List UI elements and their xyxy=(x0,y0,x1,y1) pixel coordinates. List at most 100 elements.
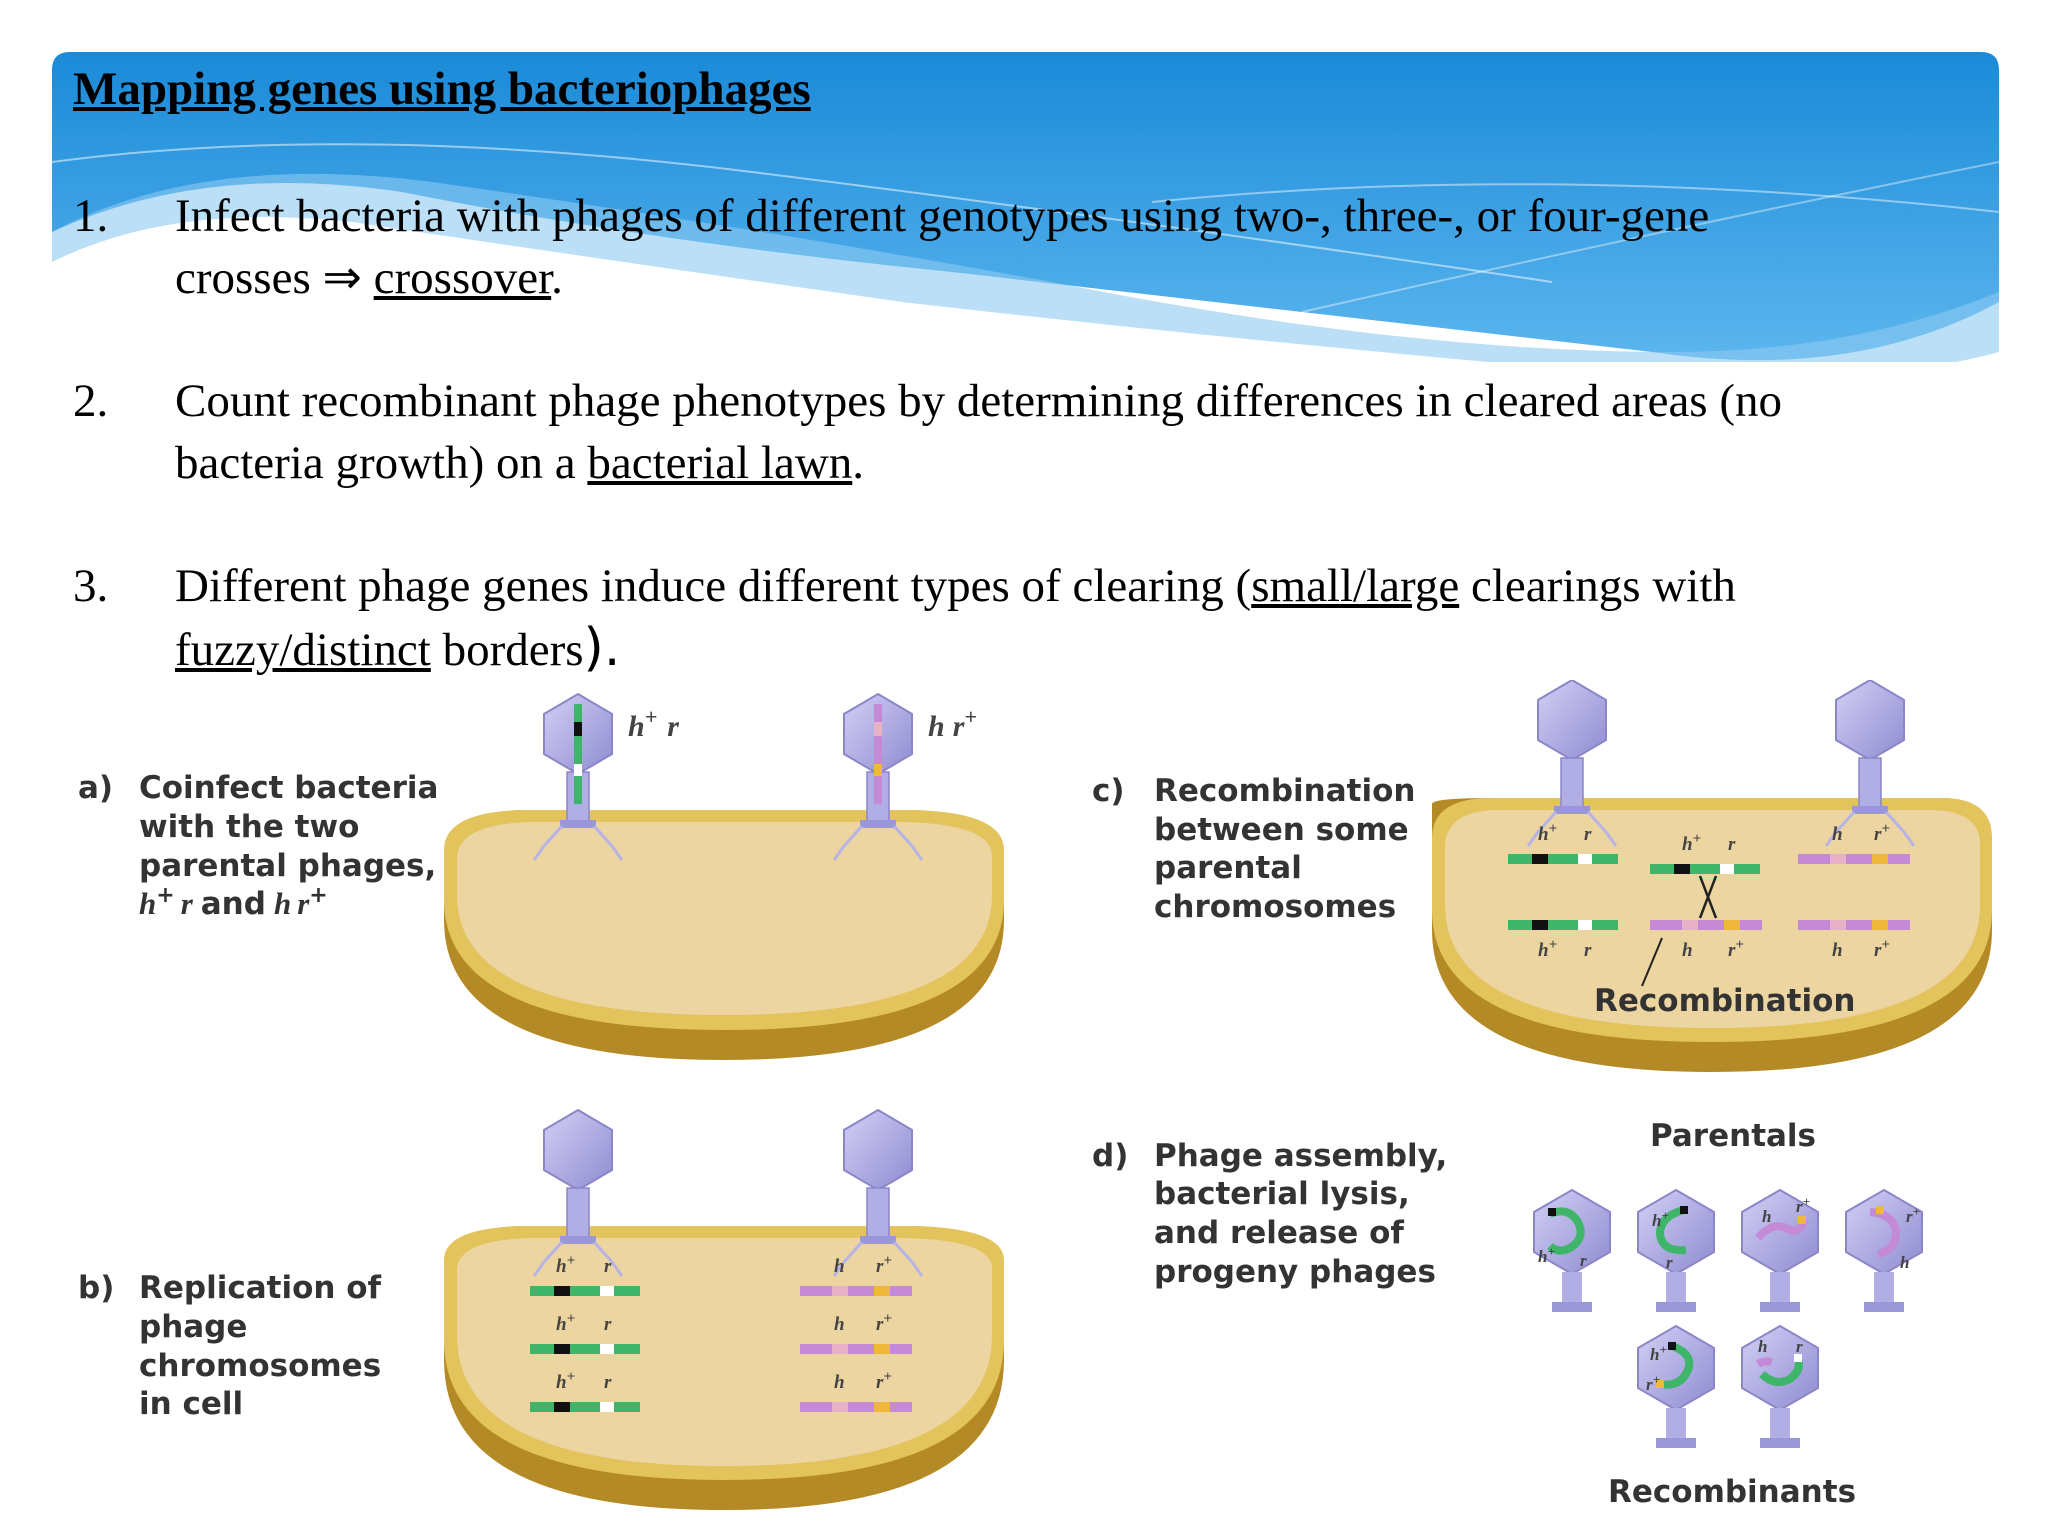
svg-text:r+: r+ xyxy=(1728,937,1744,961)
phage-h-plus-r xyxy=(532,692,624,862)
plus-sign: + xyxy=(309,883,327,908)
bacterial-cell xyxy=(444,810,1004,1060)
recombination-label: Recombination xyxy=(1594,983,1856,1019)
progeny-phage-parental: h+ r xyxy=(1637,1189,1715,1313)
svg-text:r+: r+ xyxy=(1796,1194,1810,1216)
phage-h-r-plus xyxy=(832,692,924,862)
svg-text:r+: r+ xyxy=(1646,1372,1660,1394)
svg-text:r: r xyxy=(1728,834,1736,855)
panel-caption-line: progeny phages xyxy=(1154,1254,1436,1290)
svg-text:h: h xyxy=(1832,824,1843,845)
svg-text:h: h xyxy=(1900,1253,1909,1272)
panel-caption-line: Replication of xyxy=(139,1270,382,1306)
and-word: and xyxy=(201,886,266,922)
panel-caption-line: parental xyxy=(1154,850,1302,886)
chromosome-pink xyxy=(800,1344,912,1354)
svg-text:r: r xyxy=(1796,1337,1803,1356)
panel-caption-line: in cell xyxy=(139,1386,243,1422)
point-line: borders xyxy=(430,624,584,676)
svg-text:r: r xyxy=(1584,940,1592,961)
phage-recombination-diagram: a) Coinfect bacteria with the two parent… xyxy=(78,680,1992,1510)
gene-h: h xyxy=(274,886,291,921)
chromosome-green xyxy=(530,1286,640,1296)
panel-letter: a) xyxy=(78,770,113,806)
point-line: bacteria growth) on a xyxy=(175,437,588,489)
svg-text:h+: h+ xyxy=(556,1253,575,1277)
recombination-pointer xyxy=(1641,937,1663,987)
point-line: Infect bacteria with phages of different… xyxy=(175,190,1710,242)
chromosome-green xyxy=(530,1344,640,1354)
progeny-phage-recombinant: h+ r+ xyxy=(1637,1325,1715,1449)
svg-text:h+: h+ xyxy=(556,1369,575,1393)
point-punct: . xyxy=(551,252,563,304)
gene-h: h xyxy=(139,886,156,921)
point-number: 2. xyxy=(73,375,109,427)
chromosome-green xyxy=(1508,920,1618,930)
svg-text:r: r xyxy=(604,1314,612,1335)
svg-text:r: r xyxy=(604,1256,612,1277)
recombinants-label: Recombinants xyxy=(1608,1474,1856,1510)
progeny-phage-parental: h r+ xyxy=(1741,1189,1819,1313)
chromosome-pink xyxy=(1798,854,1910,864)
panel-caption-line: chromosomes xyxy=(139,1348,381,1384)
term-crossover: crossover xyxy=(373,252,552,304)
panel-d: d) Phage assembly, bacterial lysis, and … xyxy=(1092,1118,1923,1510)
panel-caption-line: bacterial lysis, xyxy=(1154,1176,1410,1212)
panel-caption-line: parental phages, xyxy=(139,848,436,884)
chromosome-green xyxy=(1650,864,1760,874)
svg-text:h+: h+ xyxy=(1538,937,1557,961)
svg-text:h: h xyxy=(1682,940,1693,961)
panel-caption-line: with the two xyxy=(139,809,359,845)
svg-text:h+: h+ xyxy=(1538,821,1557,845)
svg-text:h: h xyxy=(1832,940,1843,961)
svg-text:h+: h+ xyxy=(1538,1244,1555,1266)
panel-caption-line: between some xyxy=(1154,812,1409,848)
genotype-label: h+r xyxy=(628,704,679,743)
point-line: crosses ⇒ xyxy=(175,252,374,304)
panel-caption-line: chromosomes xyxy=(1154,889,1396,925)
svg-text:h: h xyxy=(1758,1337,1767,1356)
svg-text:r: r xyxy=(1666,1253,1673,1272)
svg-text:r+: r+ xyxy=(1874,821,1890,845)
gene-r: r xyxy=(297,886,310,921)
point-line: Count recombinant phage phenotypes by de… xyxy=(175,375,1782,427)
chromosome-green xyxy=(530,1402,640,1412)
point-number: 3. xyxy=(73,560,109,612)
svg-text:h+: h+ xyxy=(1650,1342,1667,1364)
parentals-label: Parentals xyxy=(1650,1118,1816,1154)
panel-c: c) Recombination between some parental c… xyxy=(1092,680,1992,1072)
term-fuzzy-distinct: fuzzy/distinct xyxy=(175,624,431,676)
gene-r: r xyxy=(181,886,194,921)
svg-text:r+: r+ xyxy=(1906,1204,1920,1226)
panel-caption-line: Coinfect bacteria xyxy=(139,770,438,806)
point-number: 1. xyxy=(73,190,109,242)
gene-labels: h+ r h+ r h+ r h r+ h r+ h r+ xyxy=(556,1253,892,1393)
svg-text:r+: r+ xyxy=(876,1253,892,1277)
bacterial-cell xyxy=(444,1226,1004,1510)
point-text: Different phage genes induce different t… xyxy=(175,555,2035,681)
svg-text:r+: r+ xyxy=(876,1369,892,1393)
title-banner xyxy=(52,52,1999,362)
panel-caption-line: and release of xyxy=(1154,1215,1404,1251)
term-small-large: small/large xyxy=(1251,560,1460,612)
chromosome-pink xyxy=(1650,920,1762,930)
panel-letter: d) xyxy=(1092,1138,1128,1174)
svg-text:h+: h+ xyxy=(1682,831,1701,855)
slide-title: Mapping genes using bacteriophages xyxy=(73,63,811,115)
svg-text:r: r xyxy=(604,1372,612,1393)
point-close-paren: ). xyxy=(583,618,621,678)
term-bacterial-lawn: bacterial lawn xyxy=(587,437,853,489)
panel-caption-line: phage xyxy=(139,1309,247,1345)
panel-a: a) Coinfect bacteria with the two parent… xyxy=(78,692,1004,1060)
panel-caption-line: Recombination xyxy=(1154,773,1416,809)
svg-text:r+: r+ xyxy=(1874,937,1890,961)
chromosome-pink xyxy=(800,1286,912,1296)
chromosome-pink xyxy=(800,1402,912,1412)
gene-labels: h+ r h+ r h+ r h r+ h r+ h r+ xyxy=(1538,821,1890,961)
point-punct: . xyxy=(852,437,865,489)
panel-caption-line: Phage assembly, xyxy=(1154,1138,1447,1174)
panel-b: b) Replication of phage chromosomes in c… xyxy=(78,1108,1004,1510)
